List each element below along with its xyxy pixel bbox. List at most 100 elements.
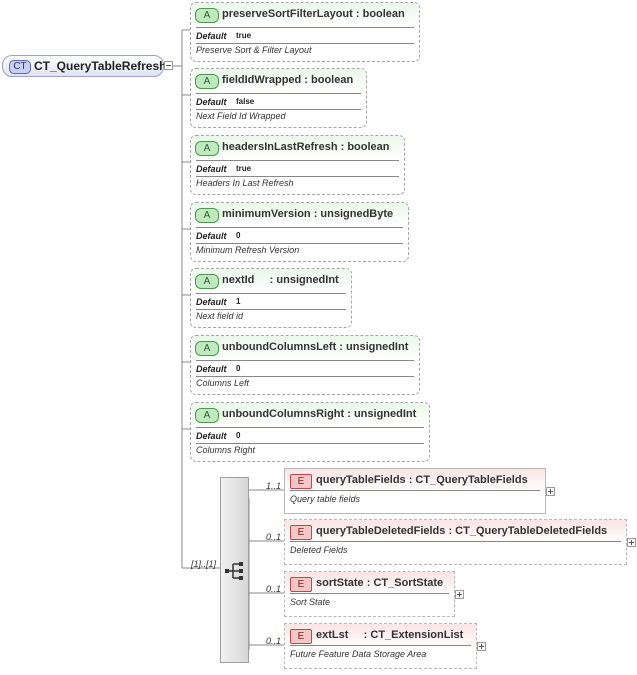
default-value: true	[236, 31, 252, 40]
element-name: queryTableDeletedFields : CT_QueryTableD…	[316, 525, 608, 537]
divider	[290, 593, 449, 594]
expand-icon[interactable]	[455, 590, 464, 599]
divider	[196, 176, 399, 177]
default-value: 1	[236, 297, 241, 306]
attribute-unboundColumnsLeft[interactable]: A unboundColumnsLeft : unsignedInt Defau…	[190, 335, 420, 395]
attribute-doc: Next field id	[196, 311, 244, 321]
sequence-icon	[225, 562, 243, 580]
attribute-doc: Columns Left	[196, 378, 250, 388]
element-cardinality: 0..1	[266, 584, 282, 594]
attribute-header	[191, 3, 419, 27]
default-value: true	[236, 164, 252, 173]
divider	[196, 93, 361, 94]
default-label: Default	[196, 164, 227, 174]
divider	[290, 490, 540, 491]
attribute-header	[191, 203, 408, 227]
attribute-fieldIdWrapped[interactable]: A fieldIdWrapped : boolean Default false…	[190, 68, 367, 128]
element-queryTableDeletedFields[interactable]: E queryTableDeletedFields : CT_QueryTabl…	[284, 519, 627, 565]
attribute-name: fieldIdWrapped : boolean	[222, 74, 354, 86]
divider	[196, 243, 403, 244]
attribute-badge: A	[195, 408, 219, 423]
element-extLst[interactable]: E extLst : CT_ExtensionList Future Featu…	[284, 623, 477, 669]
element-badge: E	[290, 577, 312, 592]
element-header	[285, 469, 545, 493]
attribute-minimumVersion[interactable]: A minimumVersion : unsignedByte Default …	[190, 202, 409, 262]
divider	[196, 43, 414, 44]
default-value: false	[236, 97, 255, 106]
attribute-doc: Columns Right	[196, 445, 256, 455]
attribute-nextId[interactable]: A nextId : unsignedInt Default 1 Next fi…	[190, 268, 352, 328]
element-cardinality: 0..1	[266, 636, 282, 646]
attribute-badge: A	[195, 8, 219, 23]
divider	[196, 27, 414, 28]
element-doc: Deleted Fields	[290, 545, 348, 555]
element-badge: E	[290, 474, 312, 489]
divider	[290, 645, 471, 646]
element-header	[285, 624, 476, 648]
attribute-name: headersInLastRefresh : boolean	[222, 141, 390, 153]
expand-icon[interactable]	[546, 487, 555, 496]
attribute-name: minimumVersion : unsignedByte	[222, 208, 394, 220]
default-label: Default	[196, 364, 227, 374]
attribute-header	[191, 403, 429, 427]
attribute-badge: A	[195, 208, 219, 223]
default-label: Default	[196, 231, 227, 241]
element-doc: Future Feature Data Storage Area	[290, 649, 427, 659]
element-sortState[interactable]: E sortState : CT_SortState Sort State	[284, 571, 455, 617]
attribute-name: unboundColumnsRight : unsignedInt	[222, 408, 417, 420]
divider	[196, 360, 414, 361]
divider	[196, 293, 346, 294]
element-cardinality: 1..1	[266, 481, 282, 491]
default-label: Default	[196, 31, 227, 41]
attribute-preserveSortFilterLayout[interactable]: A preserveSortFilterLayout : boolean Def…	[190, 2, 420, 62]
default-label: Default	[196, 97, 227, 107]
attribute-badge: A	[195, 74, 219, 89]
divider	[290, 541, 621, 542]
attribute-doc: Next Field Id Wrapped	[196, 111, 286, 121]
attribute-unboundColumnsRight[interactable]: A unboundColumnsRight : unsignedInt Defa…	[190, 402, 430, 462]
element-cardinality: 0..1	[266, 532, 282, 542]
element-header	[285, 520, 626, 544]
attribute-doc: Headers In Last Refresh	[196, 178, 294, 188]
attribute-header	[191, 336, 419, 360]
element-doc: Query table fields	[290, 494, 361, 504]
default-value: 0	[236, 431, 241, 440]
element-name: sortState : CT_SortState	[316, 577, 444, 589]
element-queryTableFields[interactable]: E queryTableFields : CT_QueryTableFields…	[284, 468, 546, 514]
sequence-cardinality: [1]..[1]	[191, 559, 217, 569]
element-badge: E	[290, 629, 312, 644]
divider	[196, 427, 424, 428]
divider	[196, 160, 399, 161]
element-doc: Sort State	[290, 597, 331, 607]
sequence-compositor[interactable]	[220, 477, 249, 663]
default-value: 0	[236, 231, 241, 240]
element-badge: E	[290, 525, 312, 540]
default-value: 0	[236, 364, 241, 373]
element-name: extLst : CT_ExtensionList	[316, 629, 464, 641]
divider	[196, 376, 414, 377]
divider	[196, 443, 424, 444]
element-name: queryTableFields : CT_QueryTableFields	[316, 474, 528, 486]
element-header	[285, 572, 454, 596]
attribute-headersInLastRefresh[interactable]: A headersInLastRefresh : boolean Default…	[190, 135, 405, 195]
divider	[196, 109, 361, 110]
root-collapse-icon[interactable]	[164, 61, 173, 70]
complex-type-badge: CT	[9, 60, 31, 74]
default-label: Default	[196, 297, 227, 307]
attribute-name: unboundColumnsLeft : unsignedInt	[222, 341, 409, 353]
attribute-name: preserveSortFilterLayout : boolean	[222, 8, 405, 20]
attribute-badge: A	[195, 341, 219, 356]
attribute-name: nextId : unsignedInt	[222, 274, 339, 286]
default-label: Default	[196, 431, 227, 441]
root-type-box[interactable]: CT CT_QueryTableRefresh	[2, 55, 167, 77]
expand-icon[interactable]	[477, 642, 486, 651]
divider	[196, 227, 403, 228]
attribute-badge: A	[195, 274, 219, 289]
attribute-doc: Preserve Sort & Filter Layout	[196, 45, 312, 55]
root-type-name: CT_QueryTableRefresh	[34, 59, 167, 73]
expand-icon[interactable]	[627, 538, 636, 547]
attribute-header	[191, 136, 404, 160]
attribute-doc: Minimum Refresh Version	[196, 245, 300, 255]
